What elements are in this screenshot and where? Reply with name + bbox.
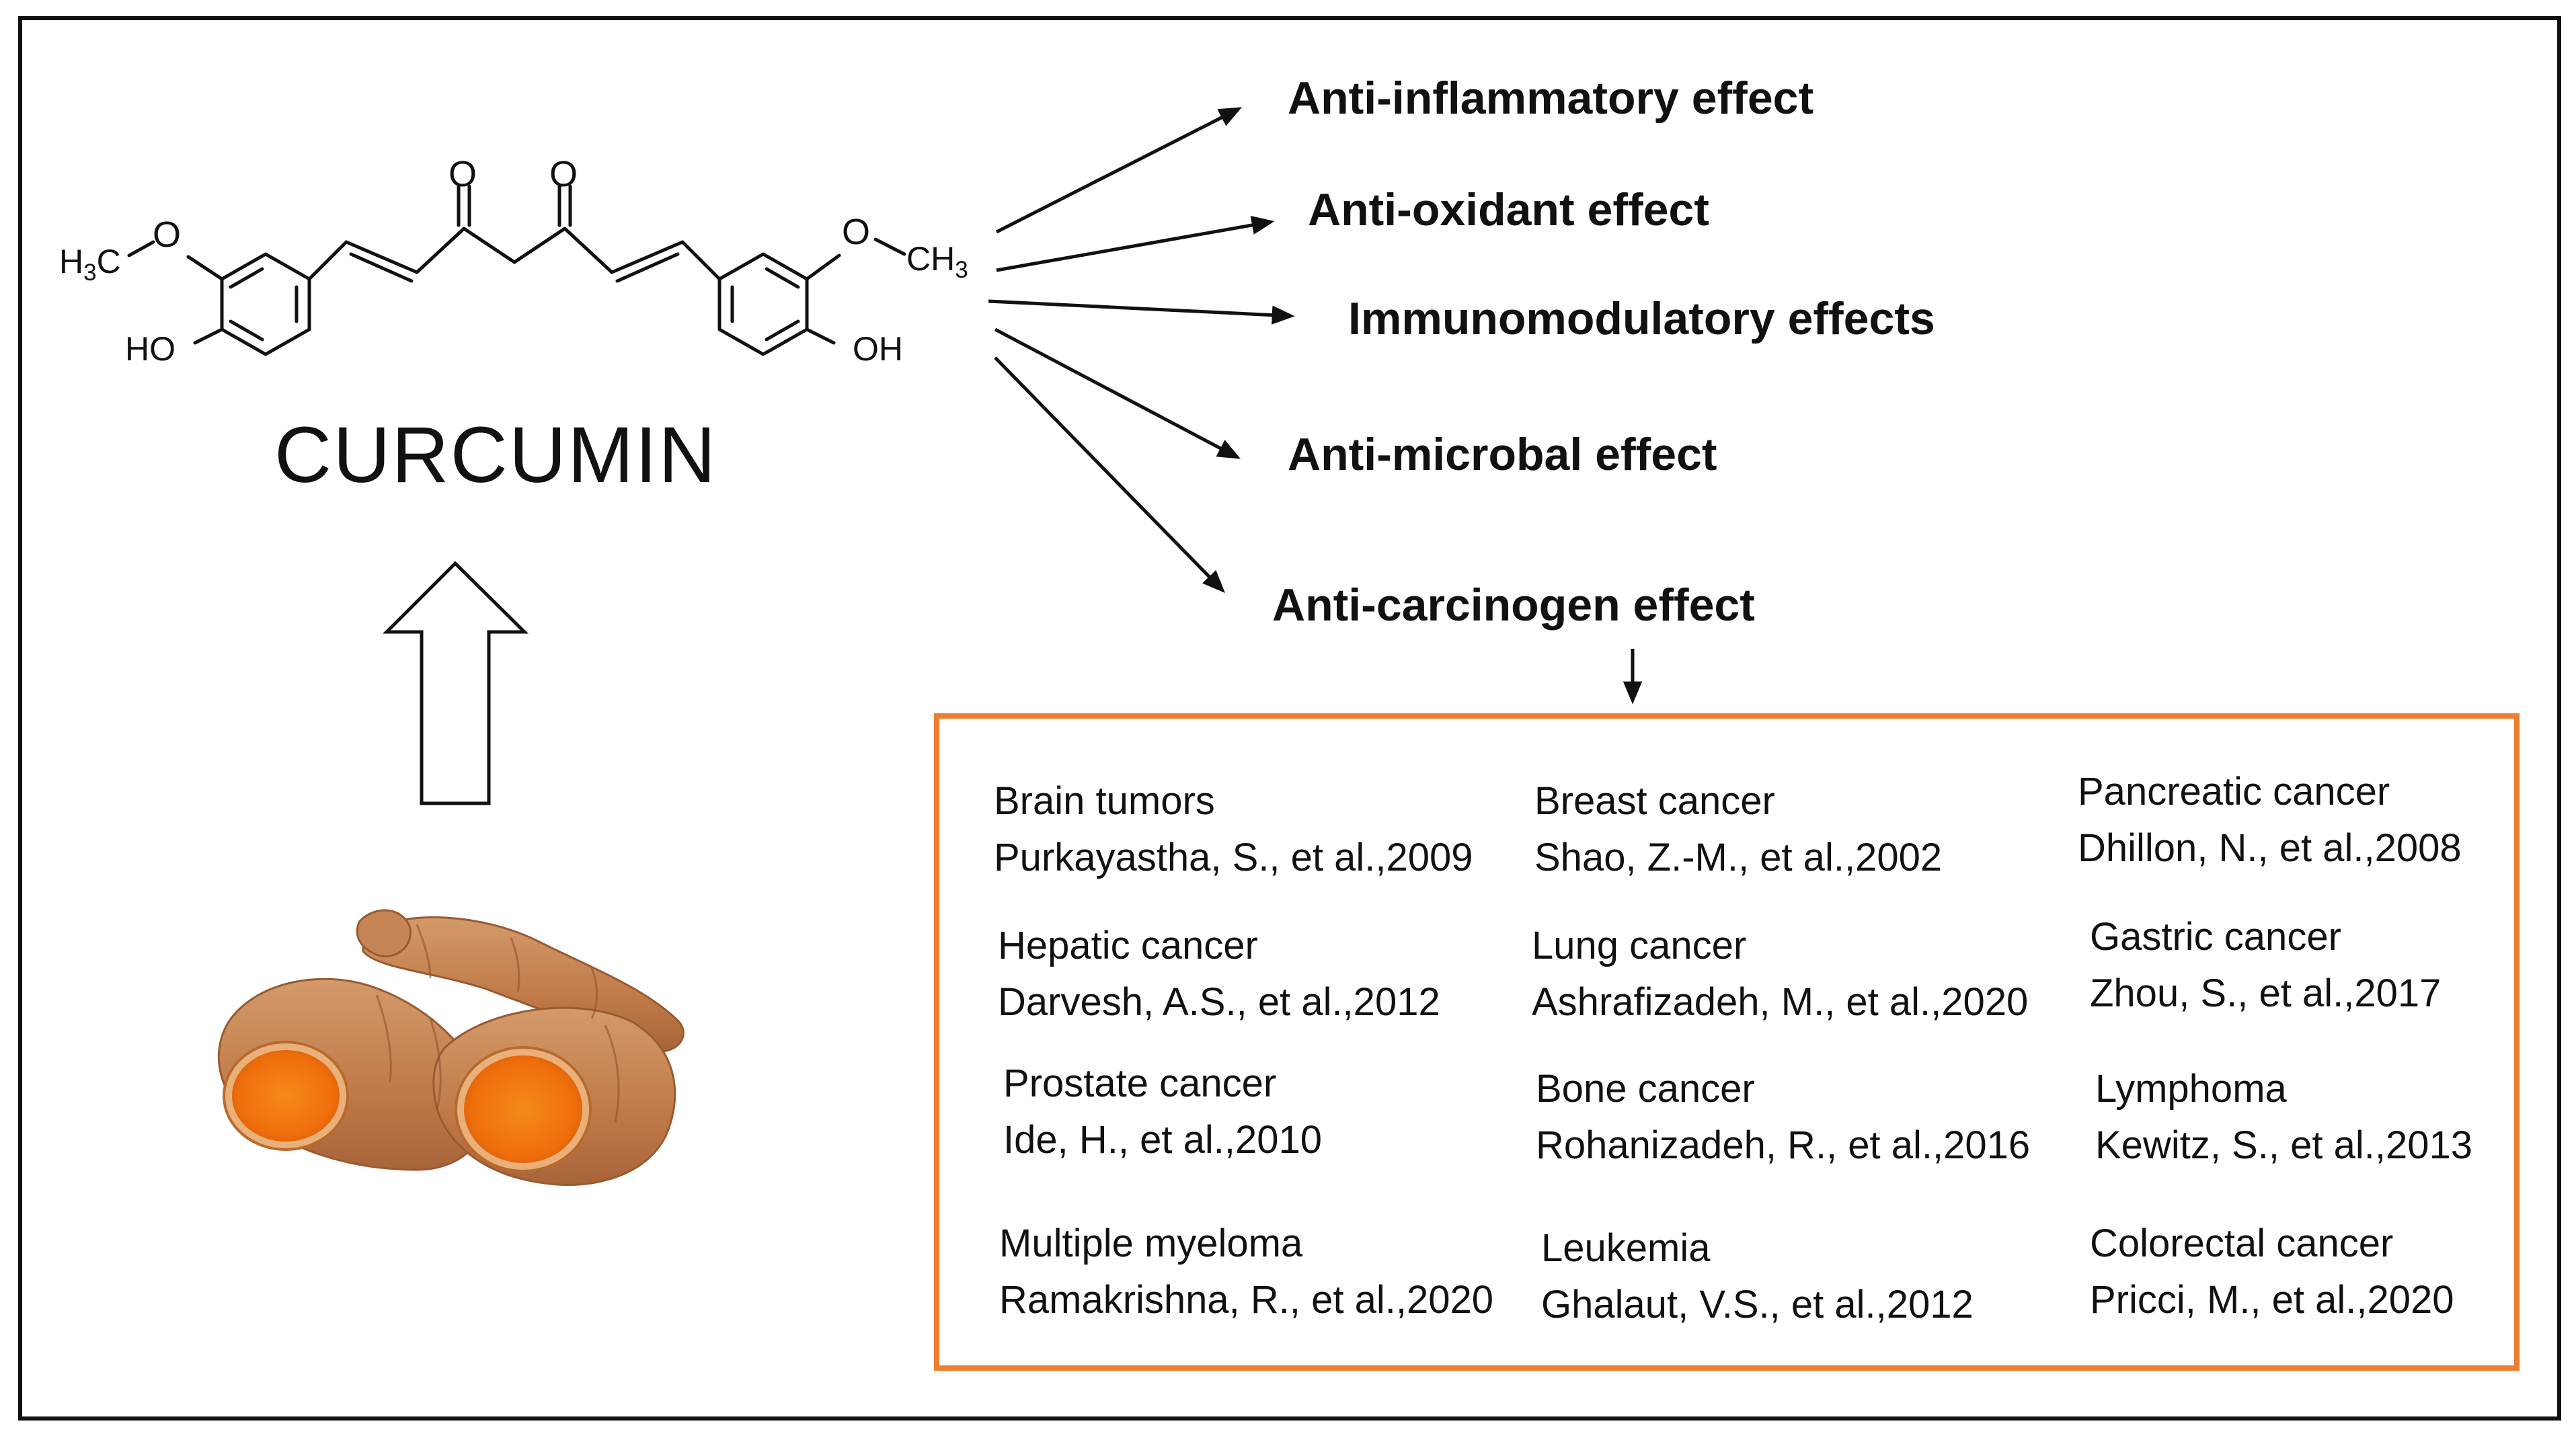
- cancer-reference: Kewitz, S., et al.,2013: [2095, 1123, 2472, 1168]
- cancer-name: Colorectal cancer: [2090, 1222, 2394, 1265]
- cancer-reference: Zhou, S., et al.,2017: [2090, 971, 2442, 1016]
- arrow-right-icon: [988, 299, 1295, 325]
- cancer-entry: Colorectal cancer Pricci, M., et al.,202…: [2090, 1215, 2454, 1328]
- cancer-reference: Purkayastha, S., et al.,2009: [994, 836, 1473, 880]
- atom-o-left-methoxy: O: [153, 214, 182, 255]
- cancer-reference: Darvesh, A.S., et al.,2012: [998, 980, 1440, 1025]
- cancer-entry: Gastric cancer Zhou, S., et al.,2017: [2090, 909, 2441, 1022]
- cancer-entry: Prostate cancer Ide, H., et al.,2010: [1003, 1055, 1322, 1168]
- atom-ch3-right: CH3: [906, 240, 968, 283]
- atom-ho-left: HO: [125, 330, 175, 368]
- cancer-entry: Bone cancer Rohanizadeh, R., et al.,2016: [1536, 1061, 2030, 1174]
- molecule-name: CURCUMIN: [274, 411, 717, 500]
- cancer-entry: Hepatic cancer Darvesh, A.S., et al.,201…: [998, 918, 1440, 1031]
- cancer-entry: Brain tumors Purkayastha, S., et al.,200…: [994, 773, 1473, 886]
- arrow-right-icon: [995, 107, 1243, 234]
- atom-o-right-ketone: O: [549, 154, 578, 194]
- cancer-reference: Pricci, M., et al.,2020: [2090, 1278, 2454, 1322]
- atom-o-left-ketone: O: [448, 154, 477, 194]
- effect-label: Anti-oxidant effect: [1308, 184, 1709, 235]
- cancer-entry: Breast cancer Shao, Z.-M., et al.,2002: [1534, 773, 1942, 886]
- hollow-up-arrow-icon: [382, 561, 529, 805]
- cancer-name: Pancreatic cancer: [2078, 770, 2390, 813]
- cancer-entry: Lymphoma Kewitz, S., et al.,2013: [2095, 1061, 2472, 1174]
- effect-label: Immunomodulatory effects: [1348, 293, 1935, 344]
- cancer-entry: Multiple myeloma Ramakrishna, R., et al.…: [999, 1215, 1493, 1328]
- effect-label: Anti-carcinogen effect: [1272, 580, 1755, 631]
- cancer-name: Leukemia: [1541, 1226, 1711, 1270]
- cancer-name: Prostate cancer: [1003, 1062, 1277, 1105]
- cancer-name: Breast cancer: [1534, 779, 1775, 823]
- cancer-name: Lung cancer: [1532, 924, 1747, 967]
- effect-label: Anti-inflammatory effect: [1288, 73, 1814, 124]
- cancer-name: Brain tumors: [994, 779, 1215, 823]
- cancer-name: Multiple myeloma: [999, 1222, 1303, 1265]
- cancer-entry: Pancreatic cancer Dhillon, N., et al.,20…: [2078, 764, 2462, 877]
- cancer-name: Gastric cancer: [2090, 915, 2341, 959]
- cancer-reference: Ghalaut, V.S., et al.,2012: [1541, 1283, 1974, 1327]
- atom-o-right-methoxy: O: [842, 212, 871, 252]
- cancer-entry: Leukemia Ghalaut, V.S., et al.,2012: [1541, 1220, 1974, 1333]
- cancer-reference: Dhillon, N., et al.,2008: [2078, 826, 2462, 871]
- cancer-name: Lymphoma: [2095, 1067, 2287, 1111]
- cancer-reference: Ramakrishna, R., et al.,2020: [999, 1278, 1494, 1322]
- effect-label: Anti-microbal effect: [1288, 429, 1717, 480]
- outer-frame: [18, 16, 2561, 1421]
- cancer-entry: Lung cancer Ashrafizadeh, M., et al.,202…: [1532, 918, 2028, 1031]
- cancer-box: [934, 713, 2520, 1371]
- cancer-name: Bone cancer: [1536, 1067, 1755, 1111]
- arrow-right-icon: [994, 356, 1225, 594]
- cancer-reference: Ashrafizadeh, M., et al.,2020: [1532, 980, 2029, 1025]
- turmeric-root-image: [217, 909, 685, 1186]
- effect-arrows: [988, 107, 1643, 705]
- atom-oh-right: OH: [853, 330, 903, 368]
- cancer-reference: Rohanizadeh, R., et al.,2016: [1536, 1123, 2031, 1168]
- cancer-name: Hepatic cancer: [998, 924, 1258, 967]
- curcumin-structure: [127, 184, 906, 356]
- arrow-right-icon: [996, 215, 1275, 272]
- arrow-right-icon: [994, 327, 1241, 459]
- atom-h3c-left: H3C: [59, 243, 121, 286]
- cancer-reference: Shao, Z.-M., et al.,2002: [1534, 836, 1943, 880]
- cancer-reference: Ide, H., et al.,2010: [1003, 1118, 1322, 1162]
